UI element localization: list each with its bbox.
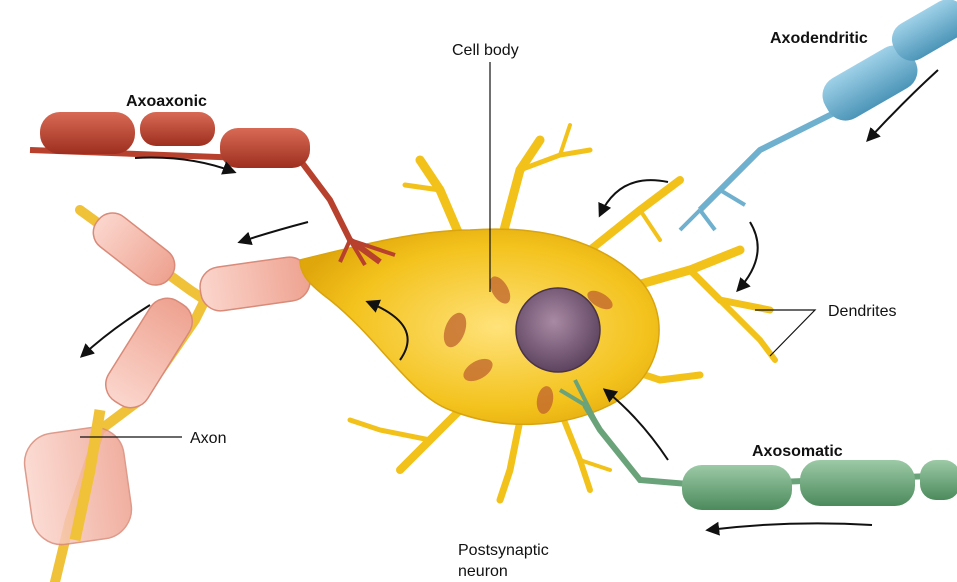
postsynaptic-axon bbox=[21, 206, 313, 582]
label-cell-body: Cell body bbox=[452, 42, 519, 59]
myelin-sheath bbox=[21, 206, 313, 549]
label-postsynaptic-line2: neuron bbox=[458, 563, 508, 580]
nucleus bbox=[516, 288, 600, 372]
axoaxonic-axon bbox=[30, 112, 395, 265]
label-dendrites: Dendrites bbox=[828, 303, 896, 320]
label-axoaxonic: Axoaxonic bbox=[126, 93, 207, 110]
label-axon: Axon bbox=[190, 430, 226, 447]
label-axosomatic: Axosomatic bbox=[752, 443, 843, 460]
arrow-dendrite-lower bbox=[738, 222, 758, 290]
cell-body bbox=[300, 229, 659, 424]
arrow-axon-out-top bbox=[240, 222, 308, 242]
arrow-axosomatic-in bbox=[708, 523, 872, 530]
label-axodendritic: Axodendritic bbox=[770, 30, 868, 47]
label-postsynaptic-line1: Postsynaptic bbox=[458, 542, 549, 559]
